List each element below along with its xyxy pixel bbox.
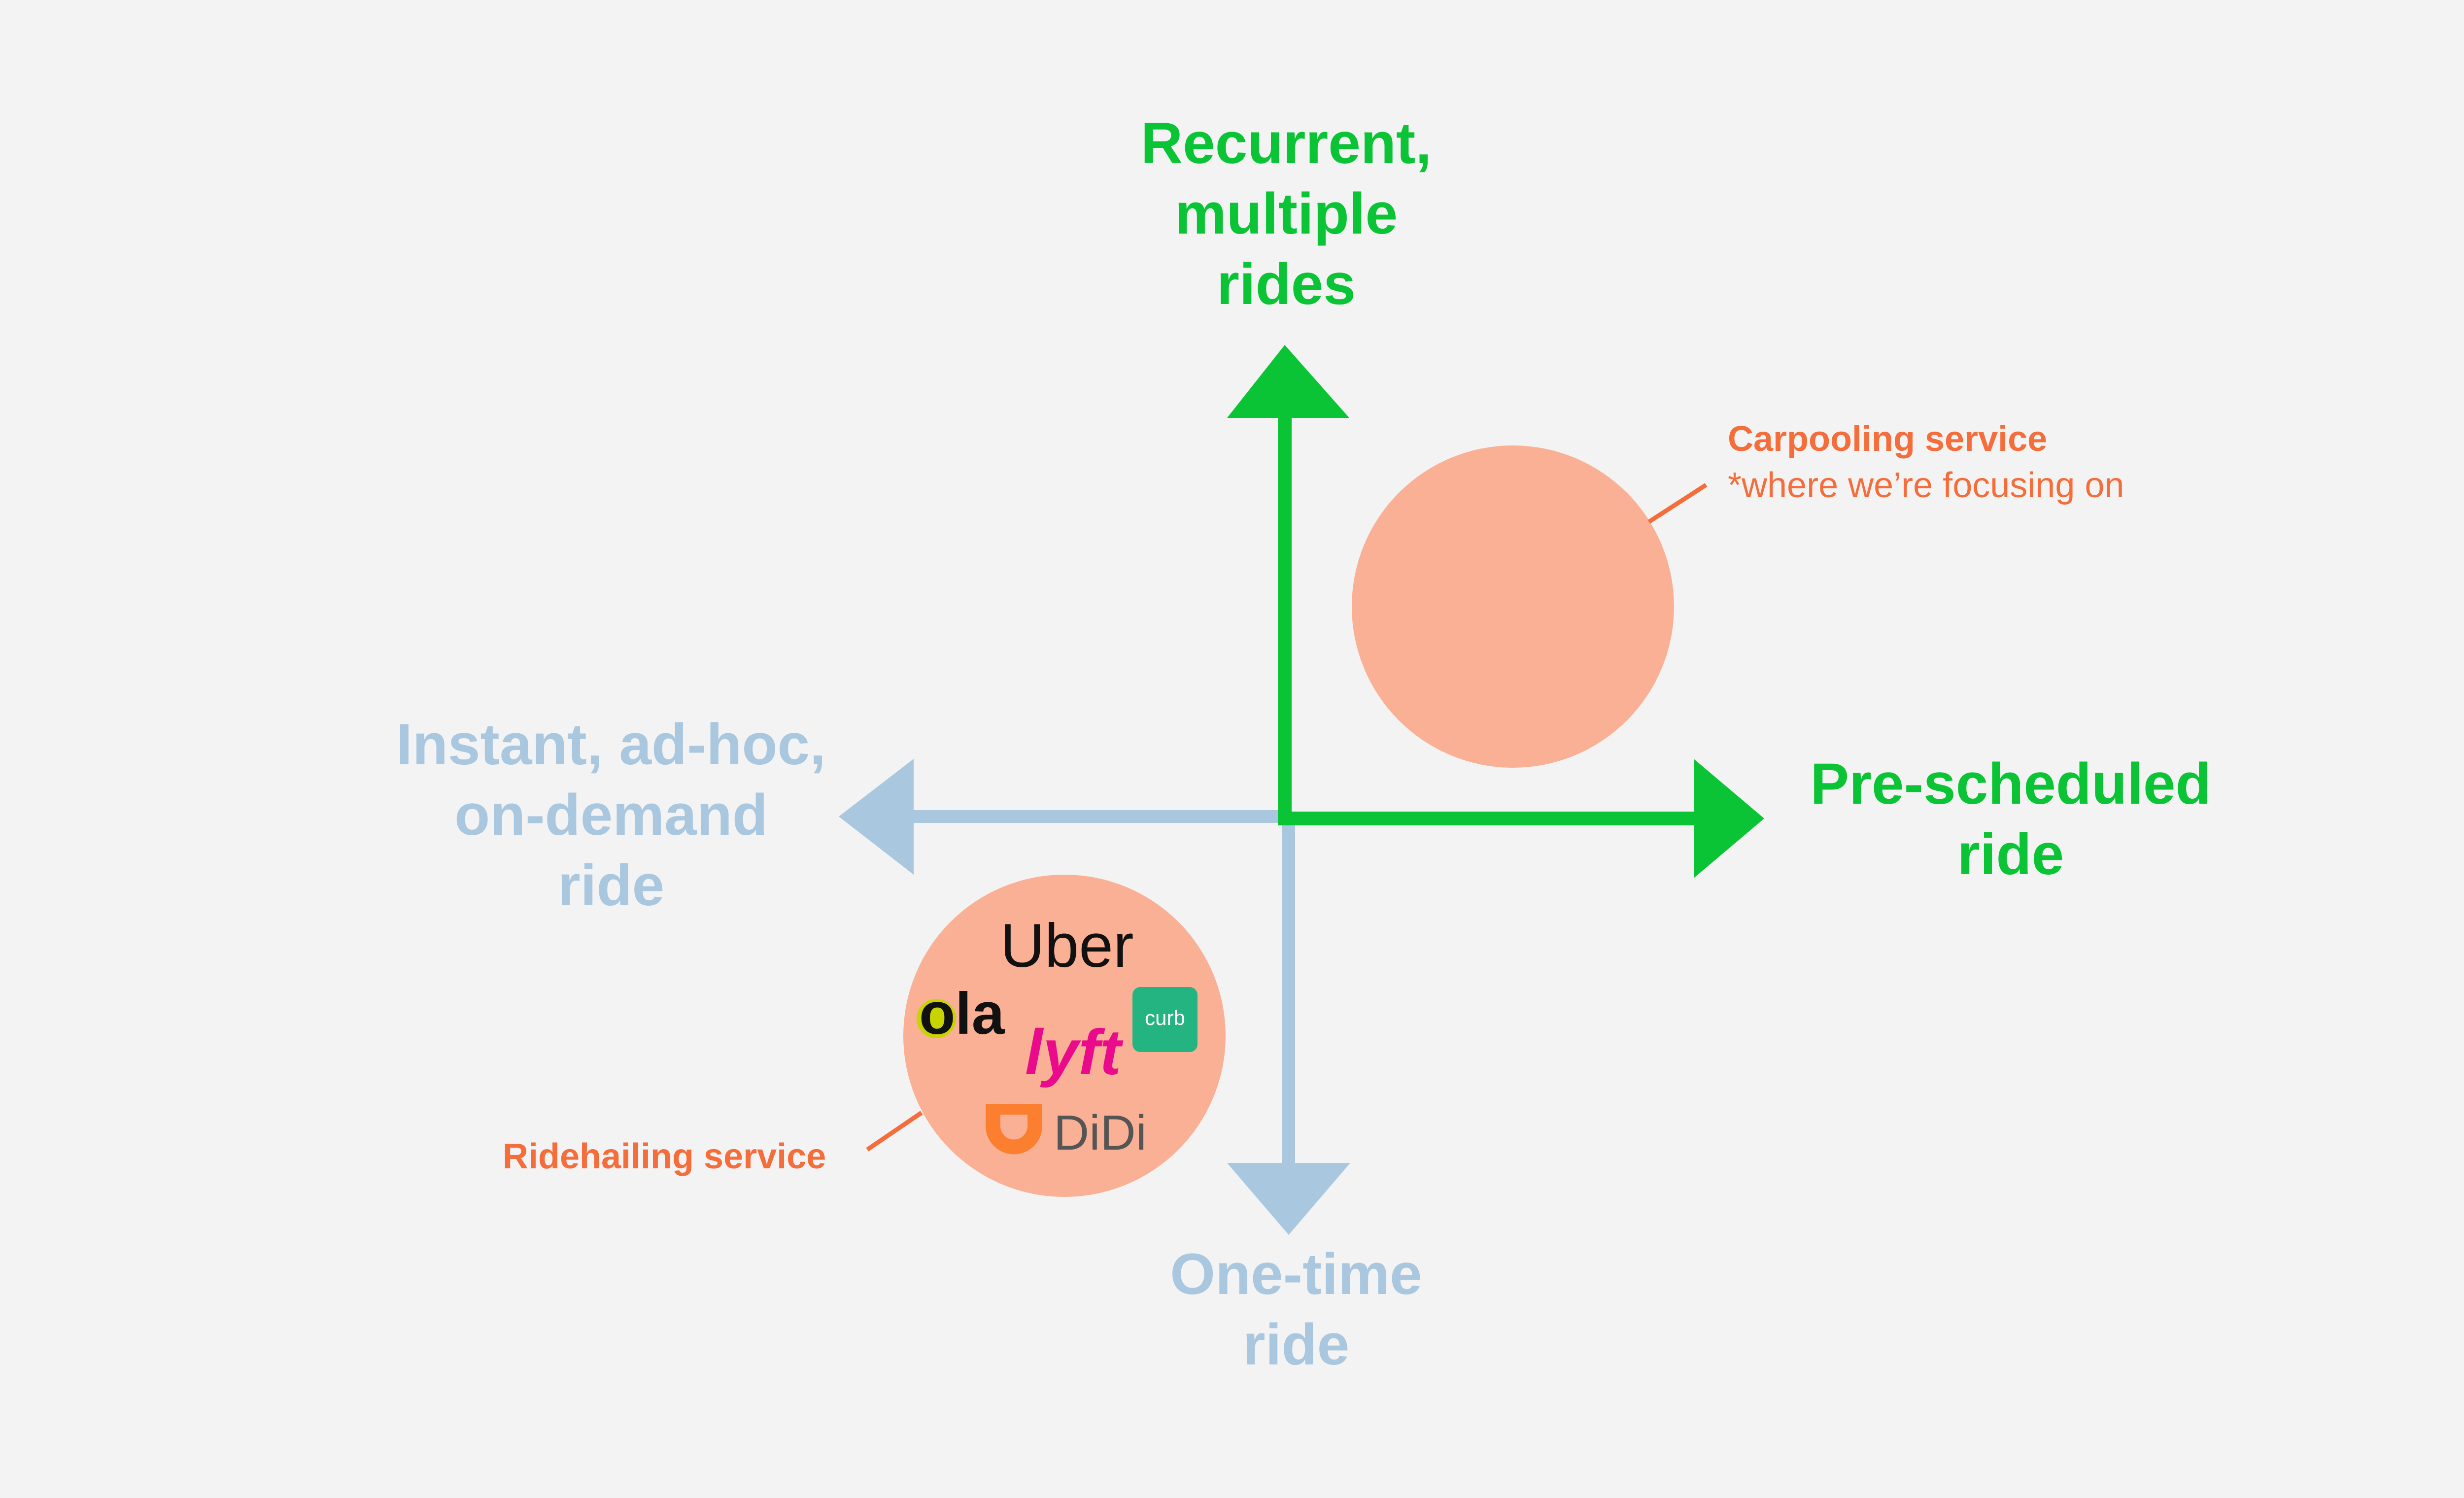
ridehailing-leader-line (866, 1111, 923, 1152)
right-arrow-head (1694, 759, 1764, 878)
left-arrow-shaft (887, 810, 1289, 823)
curb-logo: curb (1145, 1006, 1185, 1029)
lyft-logo: lyft (1025, 1016, 1124, 1088)
down-arrow-shaft (1282, 817, 1295, 1191)
didi-logo-mark (986, 1104, 1042, 1155)
up-arrow-shaft (1278, 404, 1292, 824)
ridehailing-title: Ridehailing service (503, 1137, 826, 1176)
axis-label-recurrent: Recurrent, multiple rides (1140, 111, 1432, 317)
carpooling-note: *where we’re focusing on (1728, 466, 2124, 505)
up-arrow-head (1227, 345, 1349, 418)
axis-label-instant: Instant, ad-hoc, on-demand ride (396, 712, 826, 918)
didi-logo: DiDi (1054, 1105, 1147, 1160)
green-axes (1227, 345, 1764, 878)
carpooling-title: Carpooling service (1728, 419, 2048, 459)
carpooling-leader-line (1647, 483, 1708, 524)
ridehailing-circle (903, 875, 1226, 1197)
ola-logo-dot (917, 999, 956, 1038)
ola-logo: ola (919, 981, 1005, 1047)
blue-axes (839, 759, 1350, 1235)
left-arrow-head (839, 759, 914, 875)
right-arrow-shaft (1278, 812, 1711, 825)
ridehailing-logos: Uber ola lyft curb DiDi (917, 912, 1198, 1160)
curb-logo-badge (1132, 987, 1198, 1052)
down-arrow-head (1227, 1163, 1350, 1235)
axis-label-one-time: One-time ride (1170, 1242, 1422, 1377)
uber-logo: Uber (1000, 912, 1134, 980)
carpooling-circle (1352, 445, 1674, 768)
axis-label-pre-scheduled: Pre-scheduled ride (1810, 751, 2211, 887)
